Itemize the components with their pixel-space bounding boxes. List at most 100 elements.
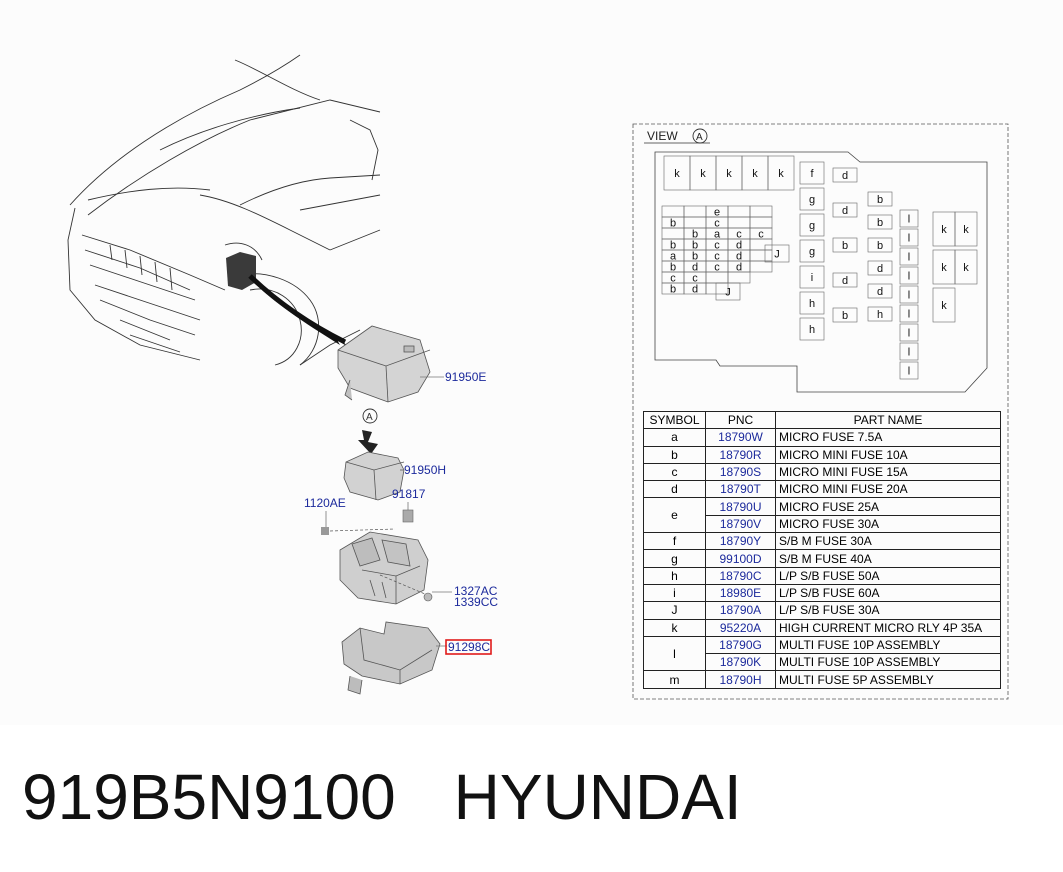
view-marker-letter: A (696, 132, 703, 143)
multi-fuse-label: l (908, 214, 910, 226)
relay-label: k (778, 168, 784, 180)
pnc-link[interactable]: 18790C (705, 566, 776, 585)
pin-part (402, 509, 414, 523)
symbol-cell: h (643, 566, 706, 585)
sb-fuse-label: g (809, 194, 815, 206)
pnc-link[interactable]: 18980E (705, 583, 776, 603)
micro-fuse-label: d (877, 286, 883, 298)
relay-slot (932, 287, 956, 323)
fuse-box-outline (654, 151, 988, 393)
multi-fuse-label: l (908, 252, 910, 264)
mini-fuse-label: b (670, 284, 676, 296)
mini-fuse-slot (661, 205, 685, 218)
view-label: VIEW (647, 129, 678, 143)
sb-fuse-slot (799, 239, 825, 263)
callout-1339cc: 1339CC (454, 595, 498, 609)
pnc-link[interactable]: 95220A (705, 618, 776, 637)
relay-label: k (674, 168, 680, 180)
callout-91817: 91817 (392, 487, 426, 501)
relay-label: k (941, 224, 947, 236)
pnc-link[interactable]: 18790G (705, 635, 776, 655)
header-part-name: PART NAME (775, 410, 1001, 430)
symbol-cell: d (643, 480, 706, 499)
micro-fuse-label: b (877, 194, 883, 206)
relay-box-part (343, 451, 405, 501)
mini-fuse-label: c (714, 262, 720, 274)
exploded-parts-illustration: 91950E A 91950H 1120AE 91817 (67, 54, 498, 695)
micro-fuse-slot (832, 307, 858, 323)
view-a-marker-letter: A (366, 412, 373, 423)
footer-brand: HYUNDAI (453, 761, 742, 833)
pnc-link[interactable]: 18790V (705, 514, 776, 534)
relay-slot (954, 211, 978, 247)
sb-fuse-slot (799, 291, 825, 315)
micro-fuse-label: b (877, 240, 883, 252)
pnc-link[interactable]: 99100D (705, 549, 776, 568)
sb-fuse-label: f (810, 168, 814, 180)
multi-fuse-slot (899, 342, 919, 361)
part-name-cell: MICRO FUSE 30A (775, 514, 1001, 534)
multi-fuse-label: l (908, 233, 910, 245)
micro-fuse-label: d (842, 205, 848, 217)
symbol-cell: J (643, 601, 706, 620)
pnc-link[interactable]: 18790S (705, 462, 776, 482)
mini-fuse-label: c (714, 240, 720, 252)
multi-fuse-slot (899, 323, 919, 342)
symbol-cell: e (643, 497, 706, 534)
pnc-link[interactable]: 18790H (705, 670, 776, 689)
part-name-cell: L/P S/B FUSE 30A (775, 601, 1001, 620)
mini-fuse-slot (727, 205, 751, 218)
micro-fuse-slot (832, 167, 858, 183)
pnc-link[interactable]: 18790Y (705, 532, 776, 551)
multi-fuse-label: l (908, 309, 910, 321)
mini-fuse-label: c (714, 251, 720, 263)
relay-label: k (963, 262, 969, 274)
sb-fuse-label: h (809, 324, 815, 336)
sb-fuse-slot (799, 187, 825, 211)
mini-fuse-label: b (692, 240, 698, 252)
mini-fuse-slot (661, 227, 685, 240)
multi-fuse-label: l (908, 347, 910, 359)
callout-1327ac: 1327AC (454, 584, 498, 598)
multi-fuse-slot (899, 209, 919, 228)
micro-fuse-slot (832, 272, 858, 288)
multi-fuse-label: l (908, 328, 910, 340)
pnc-link[interactable]: 18790A (705, 601, 776, 620)
view-a-marker (362, 408, 378, 424)
sb-fuse-label: g (809, 220, 815, 232)
relay-label: k (726, 168, 732, 180)
part-name-cell: MICRO FUSE 7.5A (775, 428, 1001, 447)
symbol-cell: a (643, 428, 706, 447)
relay-label: k (941, 262, 947, 274)
callout-91298c[interactable]: 91298C (448, 640, 490, 654)
multi-fuse-label: l (908, 271, 910, 283)
pnc-link[interactable]: 18790T (705, 480, 776, 499)
mini-fuse-label: b (670, 262, 676, 274)
multi-fuse-slot (899, 266, 919, 285)
mini-fuse-label: c (692, 273, 698, 285)
symbol-cell: m (643, 670, 706, 689)
micro-fuse-label: h (877, 309, 883, 321)
micro-fuse-slot (867, 214, 893, 230)
pnc-link[interactable]: 18790U (705, 497, 776, 516)
micro-fuse-slot (867, 260, 893, 276)
pnc-link[interactable]: 18790R (705, 445, 776, 464)
multi-fuse-slot (899, 304, 919, 323)
j-fuse-slot (764, 244, 790, 263)
mini-fuse-label: c (714, 218, 720, 230)
mini-fuse-slot (749, 260, 773, 273)
mini-fuse-label: a (670, 251, 677, 263)
header-pnc: PNC (705, 410, 776, 430)
symbol-cell: b (643, 445, 706, 464)
part-name-cell: S/B M FUSE 30A (775, 532, 1001, 551)
multi-fuse-slot (899, 361, 919, 380)
part-name-cell: S/B M FUSE 40A (775, 549, 1001, 568)
multi-fuse-slot (899, 247, 919, 266)
pnc-link[interactable]: 18790W (705, 428, 776, 447)
pnc-link[interactable]: 18790K (705, 653, 776, 672)
relay-label: k (941, 300, 947, 312)
